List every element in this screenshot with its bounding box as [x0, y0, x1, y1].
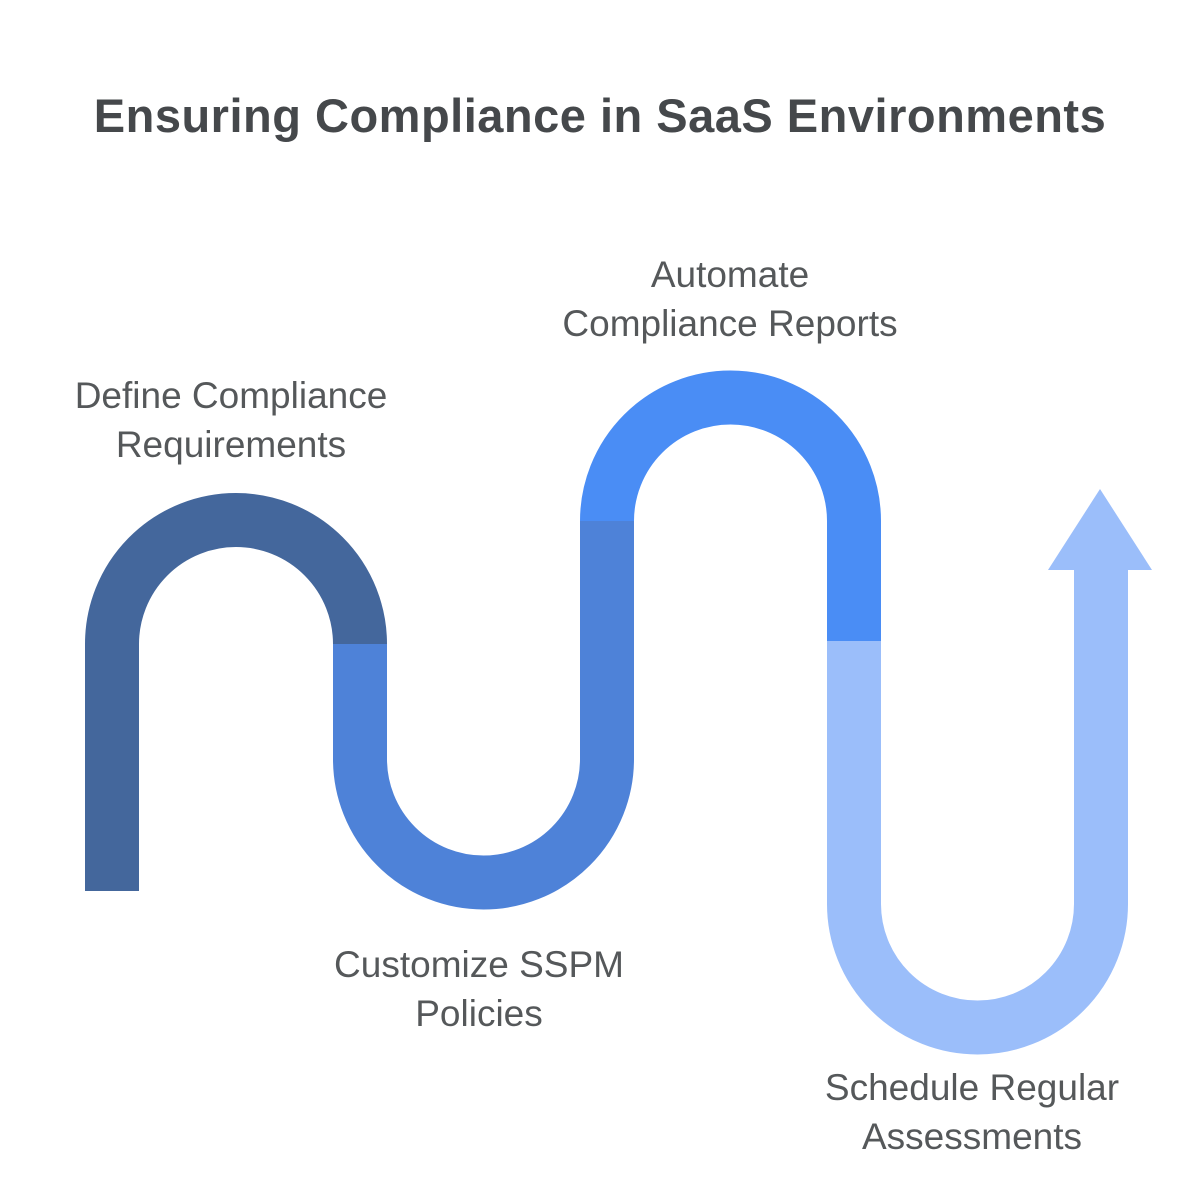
- step-label-line: Automate: [650, 254, 810, 295]
- step-label-line: Policies: [415, 993, 543, 1034]
- step-label-line: Schedule Regular: [824, 1067, 1120, 1108]
- step-label-line: Compliance Reports: [562, 303, 898, 344]
- step-label-line: Assessments: [861, 1116, 1083, 1157]
- flow-segment-automate-reports: [580, 370, 881, 641]
- step-label-customize-sspm: Customize SSPM Policies: [334, 940, 624, 1038]
- step-label-line: Requirements: [115, 424, 347, 465]
- page-title: Ensuring Compliance in SaaS Environments: [93, 89, 1107, 142]
- flow-segment-define-compliance: [85, 493, 387, 891]
- step-label-line: Define Compliance: [74, 375, 388, 416]
- arrow-up-icon: [1048, 489, 1152, 570]
- step-label-schedule-assessments: Schedule Regular Assessments: [825, 1063, 1119, 1161]
- flow-segment-schedule-assessments: [827, 565, 1128, 1055]
- step-label-line: Customize SSPM: [334, 944, 624, 985]
- step-label-automate-reports: Automate Compliance Reports: [562, 250, 897, 348]
- step-label-define-compliance: Define Compliance Requirements: [75, 371, 388, 469]
- flow-segment-customize-sspm: [333, 521, 634, 910]
